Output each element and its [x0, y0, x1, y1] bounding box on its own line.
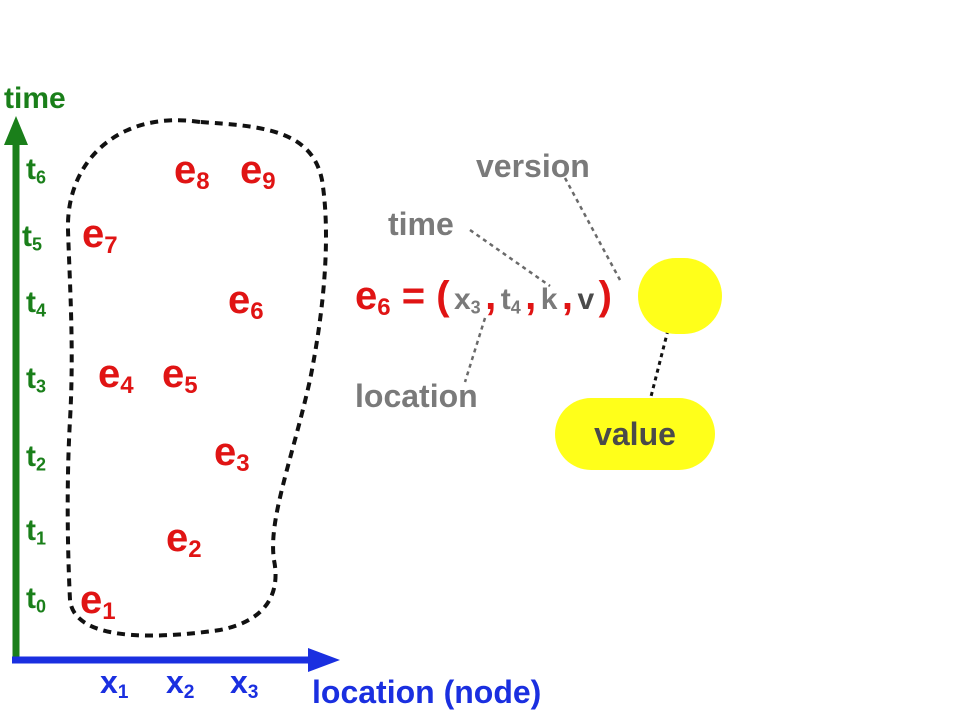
event-e3: e3: [214, 430, 250, 477]
tuple-time: t4: [500, 283, 521, 318]
tuple-lhs: e6: [355, 274, 391, 321]
time-axis-label: time: [4, 82, 66, 115]
location-tick-x2: x2: [166, 664, 195, 703]
annotation-time: time: [388, 206, 454, 242]
tuple-equals-open: = (: [390, 274, 450, 318]
time-tick-t2: t2: [26, 440, 47, 475]
tuple-location: x3: [453, 283, 481, 318]
tuple-comma-1: ,: [485, 274, 497, 318]
event-e6: e6: [228, 278, 264, 325]
time-tick-t3: t3: [26, 362, 47, 397]
time-tick-t6: t6: [26, 153, 47, 188]
time-leader-line: [469, 228, 551, 288]
annotation-version: version: [476, 148, 590, 184]
time-tick-t5: t5: [22, 220, 43, 255]
event-e9: e9: [240, 148, 276, 195]
event-e1: e1: [80, 578, 116, 625]
time-tick-t0: t0: [26, 582, 47, 617]
version-leader-line: [563, 177, 622, 281]
event-e5: e5: [162, 352, 198, 399]
tuple-comma-3: ,: [561, 274, 574, 318]
location-axis-arrowhead: [308, 648, 340, 672]
event-e2: e2: [166, 516, 202, 563]
tuple-value: v: [577, 283, 595, 316]
tuple-comma-2: ,: [525, 274, 537, 318]
event-e4: e4: [98, 352, 134, 399]
event-e7: e7: [82, 212, 118, 259]
annotation-value: value: [555, 398, 715, 470]
value-highlight: [638, 258, 722, 334]
location-leader-line: [463, 317, 487, 383]
location-tick-x3: x3: [230, 664, 259, 703]
time-tick-t4: t4: [26, 286, 47, 321]
time-tick-t1: t1: [26, 514, 47, 549]
tuple-version: k: [540, 283, 558, 316]
time-axis-arrowhead: [4, 116, 28, 145]
tuple-close: ): [598, 274, 612, 318]
location-axis-label: location (node): [312, 674, 542, 710]
event-set-boundary: [65, 118, 328, 638]
event-tuple-definition: e6 = ( x3 , t4 , k , v ): [355, 276, 612, 320]
annotation-location: location: [355, 378, 478, 414]
event-e8: e8: [174, 148, 210, 195]
location-tick-x1: x1: [100, 664, 129, 703]
